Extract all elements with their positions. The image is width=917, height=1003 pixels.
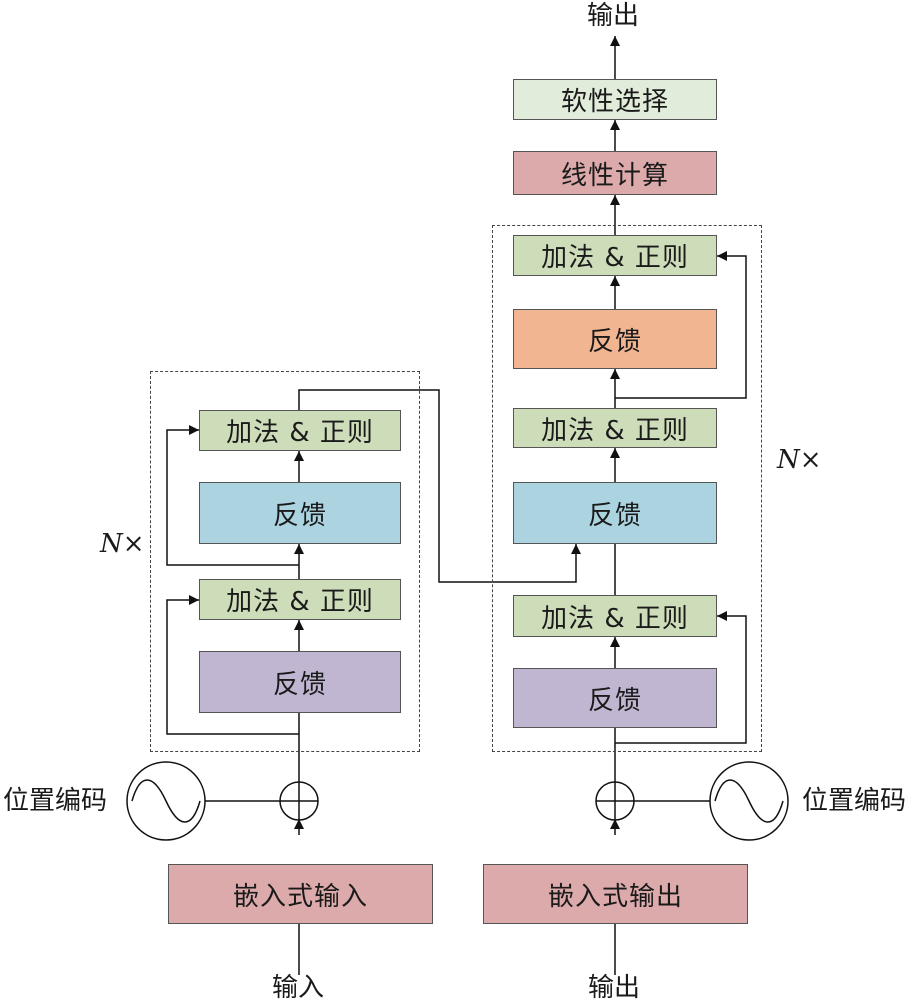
dec-feedback-top: 反馈 <box>513 309 717 369</box>
dec-sum-node <box>595 781 635 821</box>
dec-repeat-n: N <box>777 445 800 475</box>
enc-positional-encoding-icon <box>126 761 206 841</box>
dec-feedback-bottom: 反馈 <box>513 668 717 728</box>
enc-feedback-top: 反馈 <box>199 482 401 544</box>
enc-repeat-label: N× <box>100 531 145 557</box>
enc-input-label: 输入 <box>272 973 325 1003</box>
dec-embedding-box: 嵌入式输出 <box>483 864 748 924</box>
enc-residual-top <box>166 425 299 566</box>
dec-residual-top <box>615 251 747 399</box>
dec-linear-box: 线性计算 <box>513 151 717 195</box>
encoder-repeat-region <box>150 371 420 752</box>
dec-repeat-times: × <box>799 445 822 475</box>
enc-to-dec-connection <box>298 389 581 583</box>
enc-residual-bottom <box>166 595 299 735</box>
dec-residual-bottom <box>615 611 747 744</box>
dec-softmax-box: 软性选择 <box>513 79 717 120</box>
dec-addnorm-top: 加法 & 正则 <box>513 235 717 276</box>
dec-positional-encoding-icon <box>709 761 789 841</box>
dec-addnorm-middle: 加法 & 正则 <box>513 408 717 448</box>
dec-input-label: 输出 <box>588 973 641 1003</box>
dec-addnorm-bottom: 加法 & 正则 <box>513 595 717 637</box>
enc-sum-node <box>279 781 319 821</box>
enc-embedding-box: 嵌入式输入 <box>168 864 433 924</box>
dec-repeat-label: N× <box>777 447 822 473</box>
enc-addnorm-top: 加法 & 正则 <box>199 410 401 451</box>
enc-repeat-times: × <box>122 529 145 559</box>
enc-feedback-bottom: 反馈 <box>199 651 401 713</box>
enc-repeat-n: N <box>100 529 123 559</box>
decoder-repeat-region <box>492 225 762 752</box>
dec-feedback-middle: 反馈 <box>513 482 717 544</box>
enc-positional-encoding-label: 位置编码 <box>3 786 108 816</box>
dec-positional-encoding-label: 位置编码 <box>802 786 907 816</box>
enc-addnorm-bottom: 加法 & 正则 <box>199 579 401 620</box>
dec-output-label: 输出 <box>587 1 640 31</box>
